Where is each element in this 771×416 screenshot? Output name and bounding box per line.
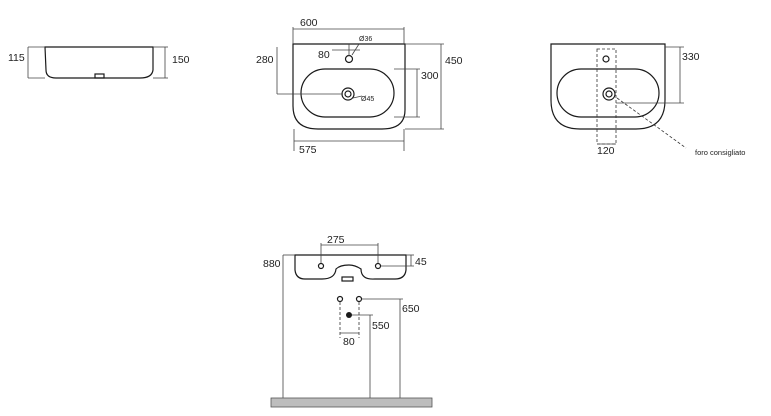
front-supply-right-icon bbox=[355, 295, 363, 303]
back-view: 330 120 foro consigliato bbox=[550, 43, 745, 157]
front-dim-drain-height: 550 bbox=[372, 320, 390, 332]
side-dim-height: 115 bbox=[8, 52, 25, 64]
back-dim-height: 330 bbox=[682, 51, 700, 63]
top-dim-tap-hole: Ø36 bbox=[359, 36, 372, 43]
back-view-basin bbox=[556, 68, 660, 118]
top-dim-basin-depth: 300 bbox=[421, 70, 439, 82]
top-dim-tap-offset: 80 bbox=[318, 49, 330, 61]
top-dim-inner-width: 575 bbox=[299, 144, 317, 156]
back-drain-icon bbox=[602, 87, 616, 101]
floor-slab bbox=[270, 397, 433, 408]
drain-hole-inner-icon bbox=[344, 90, 352, 98]
tap-hole-icon bbox=[344, 54, 354, 64]
side-dim-depth: 150 bbox=[172, 54, 190, 66]
front-dim-fixing-height: 45 bbox=[415, 256, 427, 268]
top-dim-inner-depth: 280 bbox=[256, 54, 274, 66]
front-dim-supply-height: 650 bbox=[402, 303, 420, 315]
front-waste-outlet-icon bbox=[346, 312, 352, 318]
front-dim-height-floor: 880 bbox=[263, 258, 281, 270]
front-drain bbox=[341, 276, 354, 282]
front-view: 275 880 45 650 550 80 bbox=[263, 234, 433, 408]
top-view-outline bbox=[292, 43, 406, 130]
top-dim-total-depth: 450 bbox=[445, 55, 463, 67]
drain-hole-icon bbox=[341, 87, 355, 101]
front-fixing-hole-right-icon bbox=[374, 262, 382, 270]
top-dim-width: 600 bbox=[300, 17, 318, 29]
front-supply-left-icon bbox=[336, 295, 344, 303]
top-tap-leader bbox=[351, 43, 360, 56]
back-note-leader bbox=[616, 97, 687, 149]
back-dim-width: 120 bbox=[597, 145, 615, 157]
top-drain-leader bbox=[352, 95, 363, 99]
front-view-outline bbox=[294, 254, 407, 280]
back-drain-inner-icon bbox=[605, 90, 613, 98]
top-view: 600 80 Ø36 280 300 450 Ø45 575 bbox=[256, 17, 463, 156]
side-view: 115 150 bbox=[8, 46, 190, 79]
back-service-area bbox=[596, 48, 617, 145]
front-dim-fixing-distance: 275 bbox=[327, 234, 345, 246]
back-view-outline bbox=[550, 43, 666, 130]
side-view-outline bbox=[44, 46, 154, 79]
top-view-basin bbox=[300, 68, 395, 118]
back-tap-hole-icon bbox=[602, 55, 610, 63]
back-note-recommended-hole: foro consigliato bbox=[695, 148, 745, 157]
front-fixing-hole-left-icon bbox=[317, 262, 325, 270]
front-dim-supply-offset: 80 bbox=[343, 336, 355, 348]
side-view-drain bbox=[94, 73, 105, 79]
top-dim-drain-hole: Ø45 bbox=[361, 96, 374, 103]
